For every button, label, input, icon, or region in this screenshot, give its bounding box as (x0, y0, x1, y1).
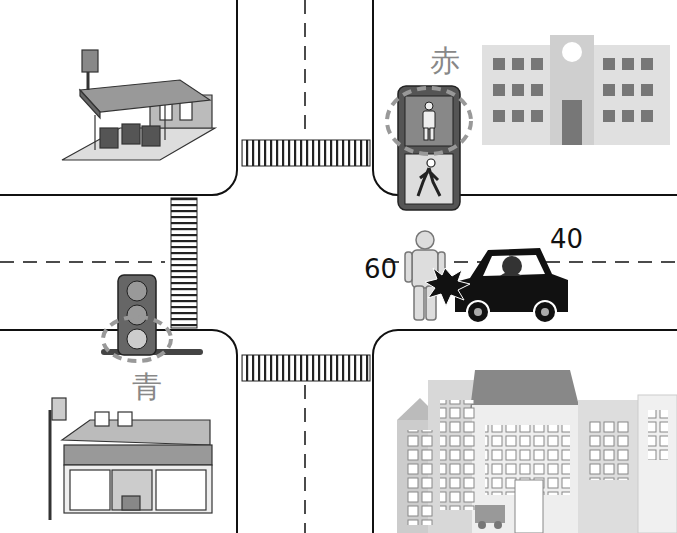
houses (397, 370, 677, 533)
crosswalks (171, 140, 370, 381)
convenience-store (50, 398, 212, 520)
vehicle-signal (103, 275, 200, 361)
school-building (482, 35, 670, 145)
gas-station (62, 50, 215, 160)
signal-state-label: 青 (132, 372, 162, 402)
impact-burst (425, 268, 470, 306)
pedestrian-signal (387, 86, 471, 210)
speed-number: 40 (550, 226, 583, 252)
car (455, 248, 568, 323)
speed-number: 60 (364, 256, 397, 282)
signal-state-label: 赤 (430, 46, 460, 76)
